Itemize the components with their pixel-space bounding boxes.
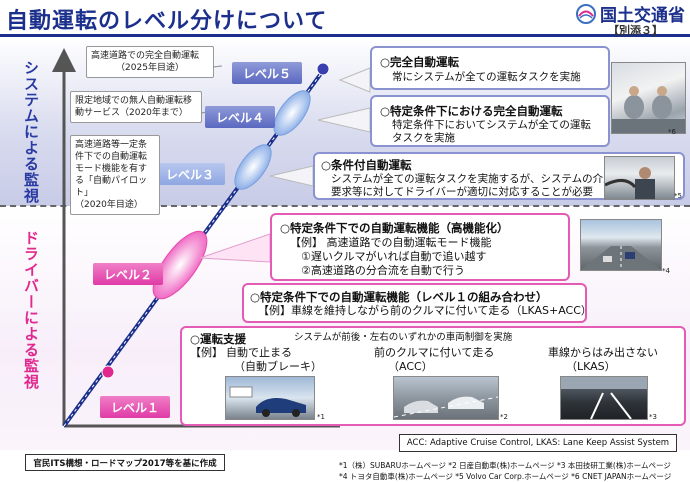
page-title: 自動運転のレベル分けについて (6, 9, 328, 34)
ministry-logo-icon (576, 4, 596, 24)
acc-credit: *2 (500, 413, 508, 421)
level4-badge: レベル４ (205, 106, 275, 128)
level4-target-bubble: 限定地域での無人自動運転移 動サービス（2020年まで） (70, 91, 202, 123)
annex-label: 【別添３】 (608, 24, 663, 37)
level2-combination-example: 【例】車線を維持しながら前のクルマに付いて走る（LKAS+ACC） (258, 304, 592, 317)
auto-brake-photo (225, 376, 315, 420)
level4-pointer (317, 107, 371, 133)
level4-oval (273, 90, 311, 136)
highway-photo (580, 219, 662, 271)
level3-title: ○条件付自動運転 (321, 158, 412, 172)
level3-body-line: 要求等に対してドライバーが適切に対応することが必要 (331, 186, 593, 198)
level2-combination-description: ○特定条件下での自動運転機能（レベル１の組み合わせ） 【例】車線を維持しながら前… (242, 283, 592, 323)
abbreviation-note: ACC: Adaptive Cruise Control, LKAS: Lane… (399, 434, 677, 452)
level1-example-sub: （ACC） (388, 360, 433, 373)
bubble-line: る「自動パイロット」 (75, 176, 148, 198)
level2-photo-credit: *4 (662, 267, 670, 275)
ministry-name: 国土交通省 (600, 6, 685, 26)
bubble-line: 高速道路等一定条 (75, 140, 148, 150)
level5-title: ○完全自動運転 (380, 55, 460, 69)
level2-oval (152, 230, 208, 300)
level3-driver-photo (604, 156, 675, 200)
level3-body-line: システムが全ての運転タスクを実施するが、システムの介入 (331, 173, 614, 185)
source-note: 官民ITS構想・ロードマップ2017等を基に作成 (25, 454, 225, 471)
level2-advanced-title: ○特定条件下での自動運転機能（高機能化） (280, 221, 509, 235)
bubble-line: 限定地域での無人自動運転移 (75, 96, 193, 106)
bubble-line: モード機能を有す (75, 164, 148, 174)
level1-example-label: 前のクルマに付いて走る (374, 346, 495, 359)
bubble-line: 動サービス（2020年まで） (75, 108, 188, 118)
level4-photo-credit: *6 (668, 128, 676, 136)
bubble-line: 高速道路での完全自動運転 (91, 51, 200, 61)
header-rule (0, 34, 690, 37)
level5-description: ○完全自動運転 常にシステムが全ての運転タスクを実施 (370, 46, 610, 90)
system-monitoring-label: システムによる監視 (22, 60, 40, 204)
level2-advanced-example: 【例】 高速道路での自動運転モード機能 (290, 236, 492, 249)
level3-oval (234, 144, 272, 190)
lkas-credit: *3 (649, 413, 657, 421)
robotaxi-photo (611, 62, 686, 134)
level1-example-sub: （自動ブレーキ） (234, 360, 322, 373)
level1-dot (101, 365, 115, 379)
level4-description: ○特定条件下における完全自動運転 特定条件下においてシステムが全ての運転 タスク… (370, 95, 610, 147)
level5-target-bubble: 高速道路での完全自動運転 （2025年目途） (86, 46, 214, 78)
bubble-line: 件下での自動運転 (75, 152, 148, 162)
level5-pointer (338, 67, 371, 93)
level3-badge: レベル３ (155, 163, 225, 185)
acc-photo (393, 376, 499, 420)
level2-pointer (199, 233, 271, 263)
level4-body-line: タスクを実施 (392, 132, 455, 144)
level1-example-sub: （LKAS） (566, 360, 616, 373)
photo-credits-line: *1（株）SUBARUホームページ *2 日産自動車(株)ホームページ *3 本… (339, 461, 671, 470)
bubble-line: （2020年目途） (75, 200, 143, 210)
level1-subtitle: システムが前後・左右のいずれかの車両制御を実施 (294, 332, 513, 343)
level1-title: ○運転支援 (190, 332, 247, 346)
level2-advanced-example: ②高速道路の分合流を自動で行う (290, 264, 465, 277)
level5-badge: レベル５ (232, 62, 302, 84)
level5-dot (316, 62, 330, 76)
level2-combination-title: ○特定条件下での自動運転機能（レベル１の組み合わせ） (250, 290, 548, 304)
driver-monitoring-label: ドライバーによる監視 (22, 230, 40, 390)
level1-example-label: 自動で止まる (226, 346, 292, 359)
level3-target-bubble: 高速道路等一定条 件下での自動運転 モード機能を有す る「自動パイロット」 （2… (70, 135, 160, 215)
level3-photo-credit: *5 (674, 192, 682, 200)
level1-example-label: 車線からはみ出さない (548, 346, 658, 359)
photo-credits-line: *4 トヨタ自動車(株)ホームページ *5 Volvo Car Corp.ホーム… (339, 472, 672, 481)
auto-brake-credit: *1 (317, 413, 325, 421)
lkas-photo (560, 376, 648, 420)
band-divider (0, 205, 690, 207)
level1-badge: レベル１ (100, 396, 170, 418)
bubble-line: （2025年目途） (116, 63, 184, 73)
level2-advanced-description: ○特定条件下での自動運転機能（高機能化） 【例】 高速道路での自動運転モード機能… (270, 213, 570, 281)
level3-pointer (269, 165, 314, 187)
level2-badge: レベル２ (93, 263, 163, 285)
level5-body: 常にシステムが全ての運転タスクを実施 (392, 71, 581, 83)
level2-advanced-example: ①遅いクルマがいれば自動で追い越す (290, 250, 487, 263)
level1-example-prefix: 【例】 (190, 346, 223, 359)
level4-title: ○特定条件下における完全自動運転 (380, 104, 563, 118)
level4-body-line: 特定条件下においてシステムが全ての運転 (392, 119, 591, 131)
